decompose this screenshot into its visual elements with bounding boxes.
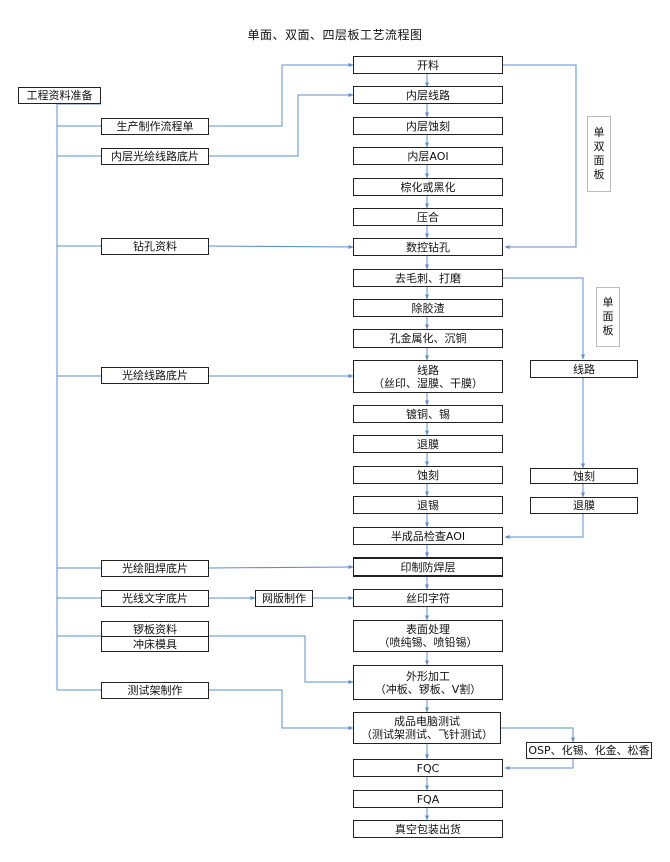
arrow-inner-film-to-inner-circuit bbox=[209, 93, 354, 157]
cutting-box: 开料 bbox=[353, 56, 503, 74]
circuit-line2: （丝印、湿膜、干膜） bbox=[373, 376, 483, 390]
arrow-test-fixture-to-test bbox=[209, 689, 354, 730]
drill-data-box: 钻孔资料 bbox=[101, 238, 209, 255]
right-strip-film-box: 退膜 bbox=[530, 497, 638, 514]
profile-line1: 外形加工 bbox=[406, 669, 450, 683]
semi-aoi-box: 半成品检查AOI bbox=[353, 527, 503, 545]
production-sheet-box: 生产制作流程单 bbox=[101, 118, 209, 135]
single-sided-branch bbox=[503, 277, 585, 360]
strip-tin-box: 退锡 bbox=[353, 496, 503, 514]
double-sided-label: 单 双 面 板 bbox=[587, 116, 611, 192]
arrow-drill-data-to-drill bbox=[208, 244, 354, 249]
packing-box: 真空包装出货 bbox=[353, 820, 503, 838]
desmear-box: 除胶渣 bbox=[353, 299, 503, 317]
double-sided-bypass bbox=[503, 64, 577, 249]
diagram-title: 单面、双面、四层板工艺流程图 bbox=[247, 28, 423, 42]
arrow-solder-film-to-mask bbox=[208, 565, 354, 570]
strip-film-box: 退膜 bbox=[353, 435, 503, 453]
etch-box: 蚀刻 bbox=[353, 466, 503, 484]
circuit-line1: 线路 bbox=[417, 363, 439, 377]
surface-treatment-box: 表面处理 （喷纯锡、喷铅锡） bbox=[353, 620, 503, 652]
solder-mask-box: 印制防焊层 bbox=[353, 557, 503, 577]
test-fixture-box: 测试架制作 bbox=[101, 682, 209, 699]
left-trunk bbox=[56, 103, 101, 690]
engineering-prep-box: 工程资料准备 bbox=[18, 87, 101, 104]
text-film-box: 光线文字底片 bbox=[101, 590, 209, 607]
arrow-right-strip-to-aoi bbox=[504, 514, 584, 539]
right-etch-box: 蚀刻 bbox=[530, 468, 638, 484]
arrow-production-sheet-to-cutting bbox=[209, 63, 354, 127]
punch-die-box: 冲床模具 bbox=[101, 636, 209, 652]
circuit-box: 线路 （丝印、湿膜、干膜） bbox=[353, 360, 503, 393]
deburr-box: 去毛刺、打磨 bbox=[353, 269, 503, 287]
plating-box: 镀铜、锡 bbox=[353, 405, 503, 423]
lamination-box: 压合 bbox=[353, 208, 503, 226]
cnc-drill-box: 数控钻孔 bbox=[353, 238, 503, 256]
inner-etch-box: 内层蚀刻 bbox=[353, 117, 503, 135]
test-line2: （测试架测试、飞针测试） bbox=[361, 728, 493, 741]
arrow-test-to-surface-finish bbox=[501, 727, 575, 743]
test-line1: 成品电脑测试 bbox=[394, 715, 460, 728]
silkscreen-box: 丝印字符 bbox=[353, 589, 503, 607]
surface-line1: 表面处理 bbox=[406, 623, 450, 636]
fqa-box: FQA bbox=[353, 790, 503, 808]
inner-film-box: 内层光绘线路底片 bbox=[101, 148, 209, 165]
circuit-film-box: 光绘线路底片 bbox=[101, 367, 209, 384]
final-test-box: 成品电脑测试 （测试架测试、飞针测试） bbox=[353, 712, 501, 744]
inner-circuit-box: 内层线路 bbox=[353, 86, 503, 104]
fqc-box: FQC bbox=[353, 759, 503, 777]
pth-box: 孔金属化、沉铜 bbox=[353, 329, 503, 348]
surface-line2: （喷纯锡、喷铅锡） bbox=[378, 636, 478, 649]
arrow-surface-finish-to-fqc bbox=[504, 759, 574, 770]
gong-data-box: 锣板资料 bbox=[101, 621, 209, 637]
inner-aoi-box: 内层AOI bbox=[353, 147, 503, 165]
right-circuit-box: 线路 bbox=[530, 360, 638, 378]
surface-finish-alt-box: OSP、化锡、化金、松香 bbox=[526, 742, 652, 759]
profile-line2: （冲板、锣板、V割） bbox=[374, 682, 482, 696]
single-sided-label: 单 面 板 bbox=[596, 287, 620, 347]
solder-film-box: 光绘阻焊底片 bbox=[101, 560, 209, 577]
screen-making-box: 网版制作 bbox=[255, 590, 313, 607]
oxide-box: 棕化或黑化 bbox=[353, 178, 503, 196]
profile-box: 外形加工 （冲板、锣板、V割） bbox=[353, 665, 503, 700]
arrow-gong-to-profile bbox=[209, 635, 354, 684]
